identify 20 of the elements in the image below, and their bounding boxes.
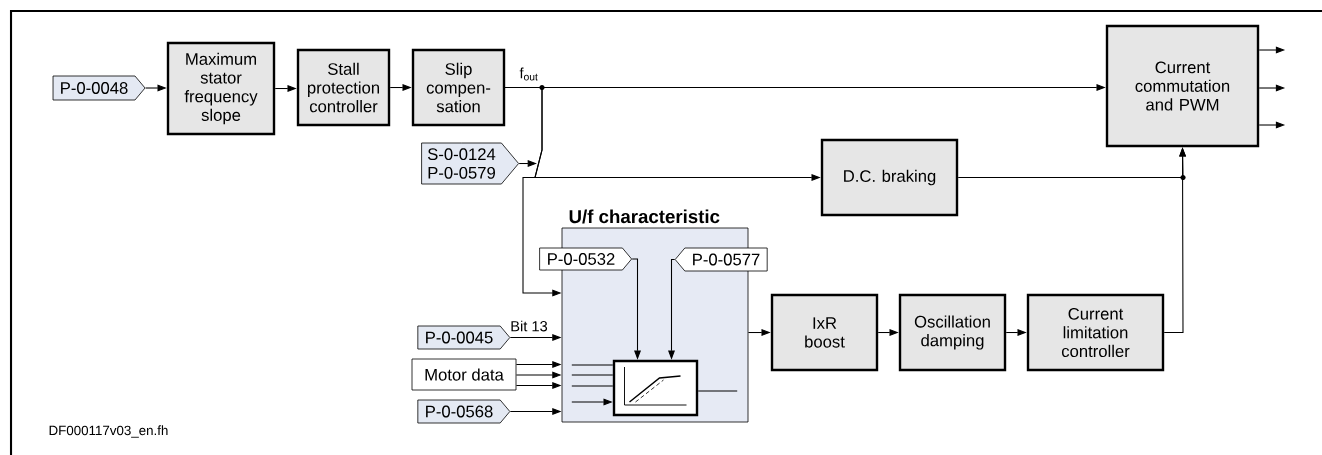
characteristic-curve-drawing (612, 359, 699, 417)
node-label: U/f characteristic (569, 209, 720, 224)
parameter-tag: P-0-0577 (674, 247, 768, 272)
parameter-tag: P-0-0568 (417, 399, 511, 424)
process-box: Current limitation controller (1026, 293, 1165, 372)
parameter-tag: P-0-0532 (539, 247, 632, 271)
process-box: Stall protection controller (296, 48, 391, 127)
process-box: Oscillation damping (898, 293, 1007, 372)
input-box: Motor data (411, 358, 517, 391)
process-box: IxR boost (770, 293, 879, 372)
file-name: DF000117v03_en.fh (49, 425, 168, 438)
process-box: Maximum stator frequency slope (166, 41, 276, 136)
process-box: Slip compen-sation (411, 48, 506, 127)
parameter-tag: P-0-0045 (417, 325, 511, 350)
edge-label: Bit 13 (508, 319, 550, 333)
process-box: Current commutation and PWM (1105, 24, 1260, 148)
parameter-tag: S-0-0124 P-0-0579 (421, 142, 519, 185)
parameter-tag: P-0-0048 (52, 75, 146, 101)
process-box: D.C. braking (820, 138, 959, 217)
edge-label: f$_{out}$ (518, 66, 540, 82)
